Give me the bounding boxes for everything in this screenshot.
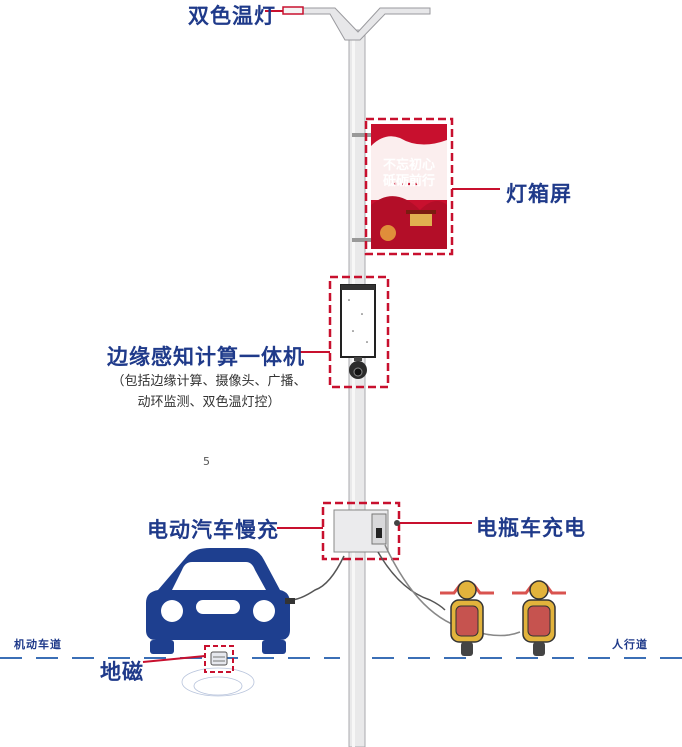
label-geomagnetic: 地磁 bbox=[100, 660, 144, 684]
lamp-head-icon bbox=[265, 6, 431, 41]
edge-unit-note-line2: 动环监测、双色温灯控） bbox=[137, 395, 281, 410]
edge-unit bbox=[328, 275, 390, 389]
edge-unit-note-line1: （包括边缘计算、摄像头、广播、 bbox=[111, 374, 307, 389]
lightbox-bracket-top bbox=[352, 133, 372, 137]
geomagnetic-leader bbox=[142, 655, 206, 663]
edge-unit-note: （包括边缘计算、摄像头、广播、 动环监测、双色温灯控） bbox=[104, 371, 314, 413]
banner-line2: 砥砺前行 bbox=[382, 174, 435, 189]
scooter-icon bbox=[440, 580, 494, 656]
label-motor-lane: 机动车道 bbox=[14, 638, 62, 651]
pole-highlight bbox=[352, 30, 355, 747]
label-ev-charger: 电动汽车慢充 bbox=[147, 518, 279, 542]
geomagnetic-sensor-icon bbox=[181, 645, 255, 697]
lightbox-bracket-bottom bbox=[352, 238, 372, 242]
car-icon bbox=[146, 548, 295, 654]
ev-cable bbox=[289, 555, 345, 601]
label-ebike-charger: 电瓶车充电 bbox=[476, 516, 586, 540]
camera-icon bbox=[349, 361, 367, 379]
pole bbox=[348, 29, 366, 747]
lightbox-banner-text: 不忘初心 砥砺前行 bbox=[371, 158, 447, 190]
page-number: 5 bbox=[203, 455, 210, 468]
lightbox-screen bbox=[364, 117, 454, 256]
charger-box bbox=[321, 501, 401, 561]
banner-line1: 不忘初心 bbox=[382, 158, 435, 173]
scooter-icon bbox=[512, 580, 566, 656]
label-lightbox: 灯箱屏 bbox=[506, 182, 572, 206]
ebike-cable-1 bbox=[377, 551, 446, 611]
label-edge-unit: 边缘感知计算一体机 bbox=[107, 345, 305, 369]
label-lamp: 双色温灯 bbox=[188, 4, 276, 28]
label-sidewalk: 人行道 bbox=[612, 638, 648, 651]
